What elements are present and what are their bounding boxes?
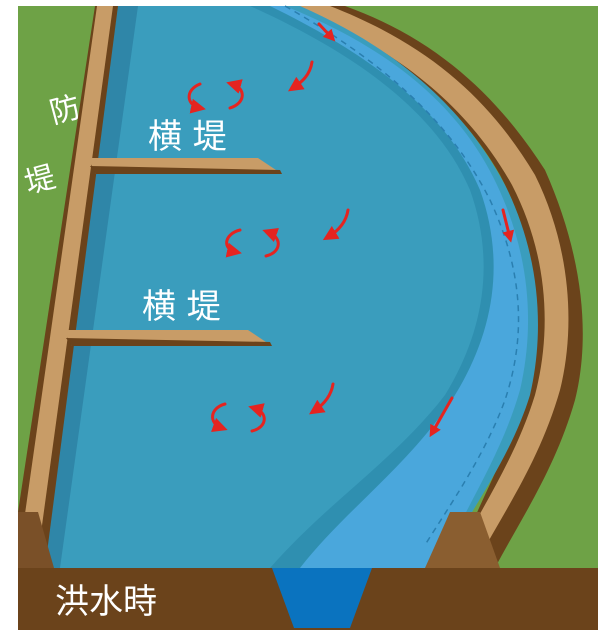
river-water [40, 6, 538, 568]
groyne-label-2: 横 堤 [142, 287, 221, 327]
backflow-arrow [309, 382, 335, 415]
main-channel [270, 6, 529, 568]
left-levee-crest [22, 6, 113, 540]
main-flow-arrow [501, 208, 515, 243]
bank-cut-right [425, 512, 500, 568]
eddy-circulation-icon [225, 227, 280, 258]
bank-cut-left [18, 512, 54, 568]
deep-channel-notch [272, 568, 372, 628]
main-flow-arrow [317, 22, 336, 42]
eddy-circulation-icon [187, 79, 244, 114]
right-levee-crest [290, 6, 569, 560]
backflow-arrow [322, 208, 350, 241]
main-flow-arrows [317, 22, 515, 438]
groyne-2-shadow [66, 338, 272, 346]
main-flow-arrow [429, 396, 454, 438]
eddy-circulation-icon [210, 402, 266, 433]
backflow-arrow [288, 60, 314, 92]
groyne-label-1: 横 堤 [148, 117, 227, 157]
channel-guideline [284, 5, 520, 546]
water-shadow-left [40, 6, 138, 568]
groyne-1-shadow [90, 166, 282, 174]
backflow-arrows [288, 60, 350, 415]
flood-time-caption: 洪水時 [55, 582, 157, 622]
